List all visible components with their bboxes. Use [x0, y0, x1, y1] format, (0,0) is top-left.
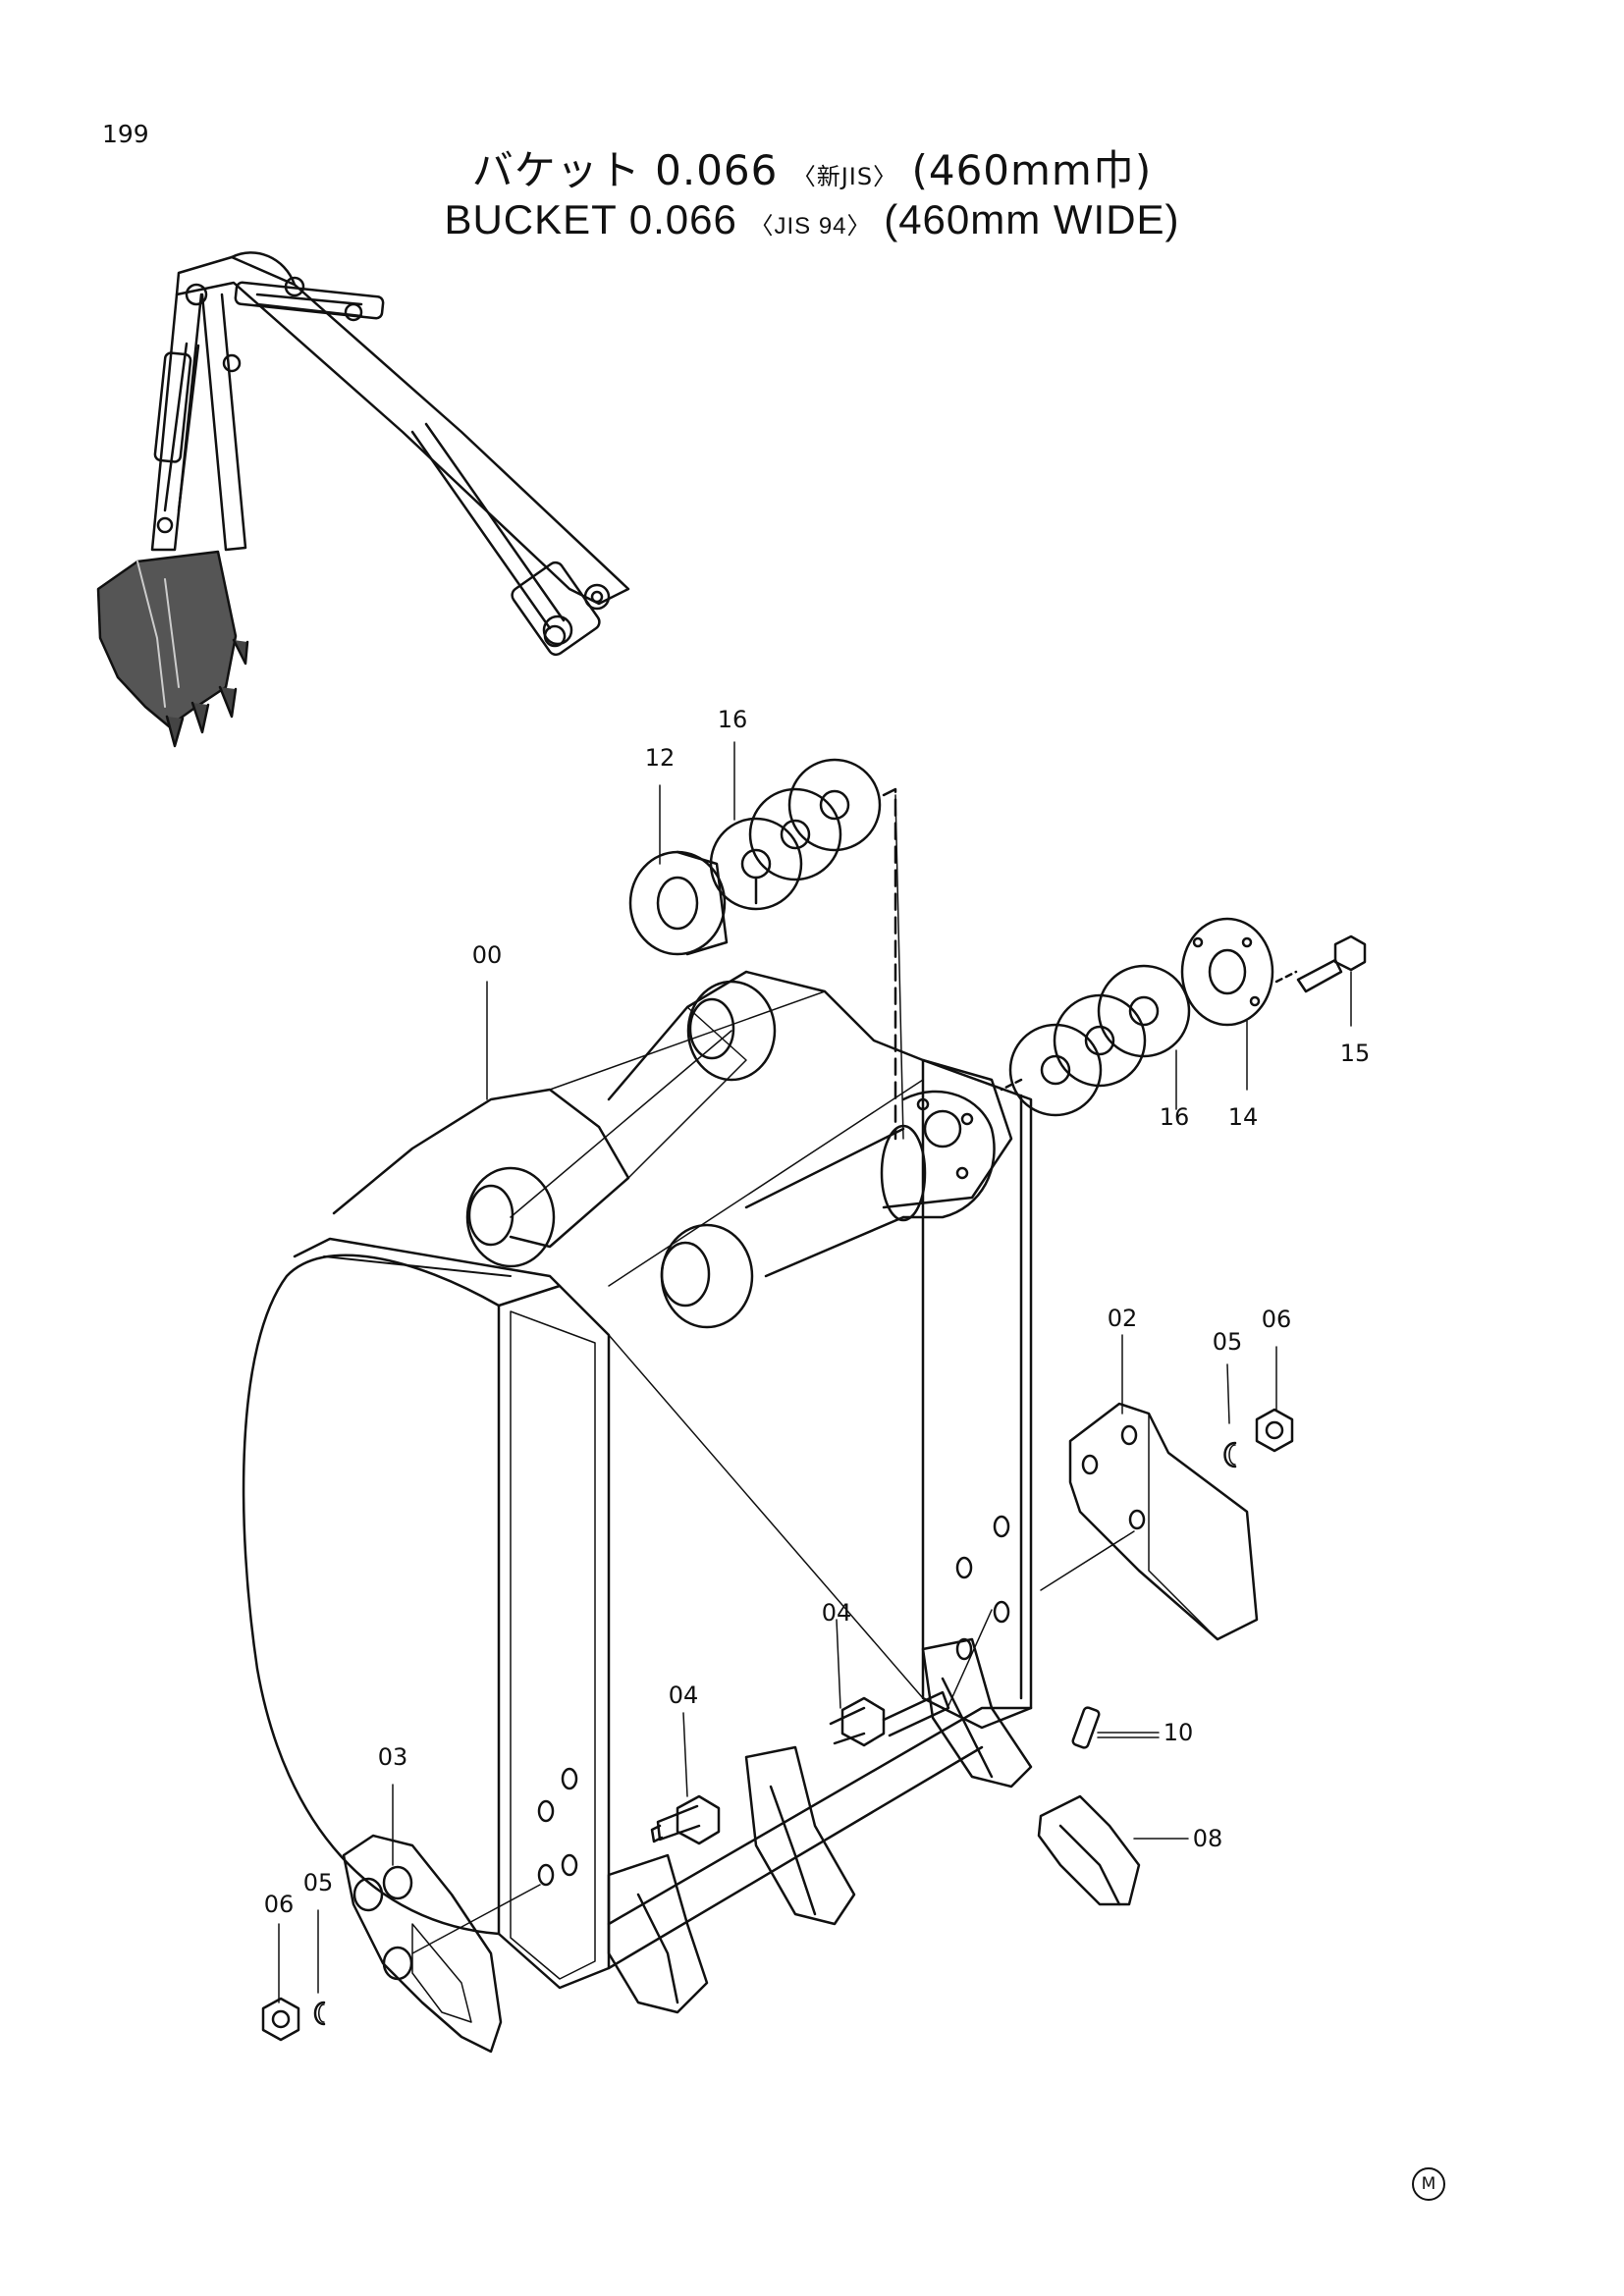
title-en-width: (460mm WIDE) — [884, 196, 1180, 242]
nut-washer-right — [1223, 1408, 1294, 1468]
side-cutter-right — [1040, 1402, 1259, 1641]
page-number: 199 — [102, 120, 149, 148]
callout-04-right: 04 — [821, 1599, 852, 1627]
bolts — [650, 1609, 993, 1845]
title-en-standard: 〈JIS 94〉 — [749, 213, 872, 240]
callout-12: 12 — [644, 744, 676, 772]
callout-03: 03 — [377, 1743, 408, 1771]
callout-00: 00 — [471, 941, 503, 969]
callout-04-left: 04 — [668, 1682, 699, 1709]
callout-leader-lines — [278, 741, 1352, 2003]
callout-16-lower: 16 — [1159, 1103, 1190, 1131]
callout-15: 15 — [1339, 1040, 1371, 1067]
side-cutter-left — [342, 1834, 541, 2054]
callout-16-upper: 16 — [717, 706, 748, 733]
nut-washer-left — [261, 1997, 326, 2042]
callout-10: 10 — [1163, 1719, 1194, 1746]
callout-06-left: 06 — [263, 1891, 295, 1918]
title-english: BUCKET 0.066 〈JIS 94〉 (460mm WIDE) — [0, 196, 1624, 243]
callout-14: 14 — [1227, 1103, 1259, 1131]
title-japanese: バケット 0.066 〈新JIS〉 (460mm巾) — [0, 137, 1624, 197]
title-en-main: BUCKET 0.066 — [444, 196, 737, 242]
title-jp-width: (460mm巾) — [911, 146, 1153, 194]
bucket-body — [242, 1058, 1033, 1990]
callout-05-left: 05 — [302, 1869, 334, 1896]
bucket-mounting-bracket — [332, 970, 1013, 1329]
title-jp-main: バケット 0.066 — [471, 146, 779, 194]
title-jp-standard: 〈新JIS〉 — [791, 163, 898, 190]
callout-06-right: 06 — [1261, 1306, 1292, 1333]
lock-pin — [1071, 1706, 1160, 1749]
callout-02: 02 — [1107, 1305, 1138, 1332]
manufacturer-mark: M — [1412, 2167, 1445, 2201]
callout-08: 08 — [1192, 1825, 1223, 1852]
callout-05-right: 05 — [1212, 1328, 1243, 1356]
upper-shims-bushing — [628, 758, 904, 1141]
lower-shims-plate-bolt — [1000, 917, 1367, 1117]
excavator-arm-overview — [96, 251, 630, 748]
